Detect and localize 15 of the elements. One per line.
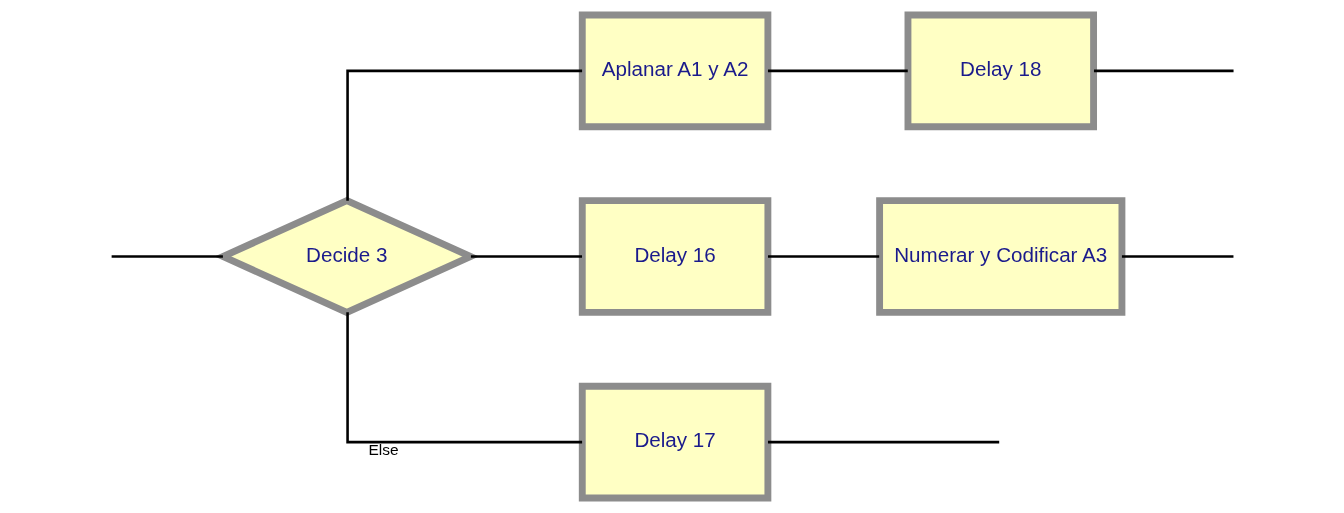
connector — [111, 255, 223, 258]
connector — [767, 440, 999, 444]
connector — [767, 255, 879, 258]
node-box: Delay 18 — [904, 11, 1097, 131]
connector — [767, 69, 908, 73]
node-box: Aplanar A1 y A2 — [578, 11, 771, 131]
connector — [345, 69, 582, 201]
connector — [470, 255, 582, 258]
node-box: Delay 17 — [578, 382, 771, 502]
connector — [1121, 255, 1233, 258]
connector — [1093, 69, 1234, 73]
edge-label: Else — [368, 440, 399, 458]
connector — [345, 312, 582, 444]
node-box: Delay 16 — [578, 197, 771, 316]
node-box: Numerar y Codificar A3 — [875, 197, 1125, 316]
